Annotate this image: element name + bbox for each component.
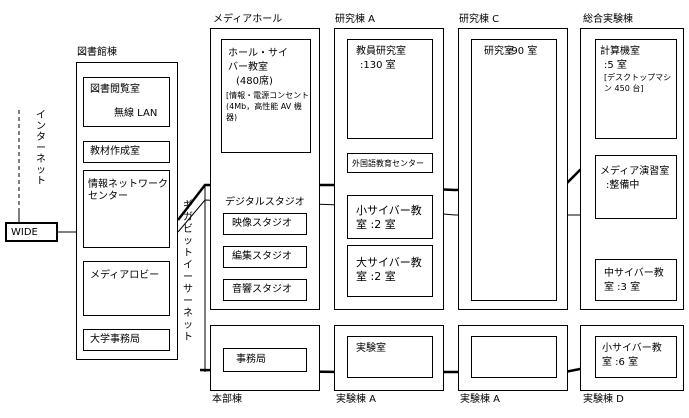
honbu-building: 事務局 [210, 325, 320, 391]
small-cyber-d-line2: 室 :6 室 [602, 357, 639, 368]
media-lobby-label: メディアロビー [90, 270, 160, 281]
computer-room-label: 計算機室 [600, 46, 640, 57]
hall-cyber-classroom: ホール・サイ バー教室 (480席) [情報・電源コンセント(4Mb，高性能 A… [221, 39, 311, 153]
bldg-a-title: 研究棟 A [335, 14, 376, 25]
small-cyber-line2: 室 :2 室 [356, 218, 396, 231]
jikken-a-label: 実験棟 A [336, 394, 377, 405]
media-practice-label: メディア演習室 [600, 166, 670, 177]
research-building-a: 教員研究室 :130 室 外国語教育センター 小サイバー教 室 :2 室 大サイ… [334, 28, 444, 310]
jikken-a2-label: 実験棟 A [460, 394, 501, 405]
honbu-label: 本部棟 [212, 394, 242, 405]
edit-studio-label: 編集スタジオ [232, 251, 292, 262]
large-cyber-line1: 大サイバー教 [356, 256, 422, 269]
foreign-center-label: 外国語教育センター [352, 159, 424, 168]
edit-studio: 編集スタジオ [223, 246, 307, 268]
computer-room: 計算機室 :5 室 [デスクトップマシン 450 台] [595, 39, 677, 139]
library-reading-room: 図書閲覧室 無線 LAN [83, 77, 170, 127]
faculty-count: :130 室 [360, 60, 396, 71]
research-building-c: 研究室 :90 室 [458, 28, 568, 310]
jikken-d-label: 実験棟 D [583, 394, 624, 405]
hall-line1: ホール・サイ [228, 48, 288, 59]
large-cyber-line2: 室 :2 室 [356, 270, 396, 283]
jikken-room: 実験室 [347, 336, 433, 378]
bldg-c-title: 研究棟 C [459, 14, 500, 25]
internet-label: インターネット [36, 110, 46, 187]
small-cyber-room: 小サイバー教 室 :2 室 [347, 195, 433, 239]
material-room-label: 教材作成室 [90, 146, 140, 157]
small-cyber-line1: 小サイバー教 [356, 204, 422, 217]
library-title: 図書館棟 [77, 47, 117, 58]
faculty-label: 教員研究室 [356, 46, 406, 57]
media-lobby: メディアロビー [83, 261, 170, 316]
audio-studio: 音響スタジオ [223, 279, 307, 301]
media-practice-room: メディア演習室 :整備中 [595, 155, 677, 219]
lab-label: 研究室 [484, 46, 514, 57]
media-hall-title: メディアホール [213, 14, 283, 25]
center-label: センター [88, 191, 128, 202]
hall-seats: (480席) [236, 76, 273, 87]
jikken-a2-building [458, 325, 568, 391]
media-status: :整備中 [606, 180, 640, 191]
small-cyber-d-line1: 小サイバー教 [602, 343, 662, 354]
hall-note: [情報・電源コンセント(4Mb，高性能 AV 機器) [226, 91, 310, 122]
jimukyoku-label: 事務局 [236, 354, 266, 365]
exp-bldg-title: 総合実験棟 [583, 14, 633, 25]
media-hall-building: ホール・サイ バー教室 (480席) [情報・電源コンセント(4Mb，高性能 A… [210, 28, 320, 310]
info-network-label: 情報ネットワーク [88, 179, 168, 190]
small-cyber-d-room: 小サイバー教 室 :6 室 [595, 336, 677, 378]
computer-count: :5 室 [604, 60, 627, 71]
jikken-a2-room [471, 336, 557, 378]
large-cyber-room: 大サイバー教 室 :2 室 [347, 245, 433, 297]
university-office: 大学事務局 [83, 329, 170, 351]
foreign-lang-center: 外国語教育センター [347, 153, 433, 173]
jikken-a-building: 実験室 [334, 325, 444, 391]
jimukyoku-room: 事務局 [223, 348, 307, 372]
faculty-office: 教員研究室 :130 室 [347, 39, 433, 139]
gigabit-label: ギガビットイーサーネット [183, 200, 193, 343]
material-room: 教材作成室 [83, 141, 170, 163]
reading-room-label: 図書閲覧室 [90, 84, 140, 95]
hall-line2: バー教室 [228, 62, 268, 73]
experiment-building: 計算機室 :5 室 [デスクトップマシン 450 台] メディア演習室 :整備中… [580, 28, 684, 310]
computer-note: [デスクトップマシン 450 台] [604, 73, 672, 93]
medium-cyber-line2: 室 :3 室 [604, 282, 641, 293]
lab-count: :90 室 [508, 46, 538, 57]
medium-cyber-line1: 中サイバー教 [604, 268, 664, 279]
video-studio-label: 映像スタジオ [232, 218, 292, 229]
video-studio: 映像スタジオ [223, 213, 307, 235]
university-office-label: 大学事務局 [90, 334, 140, 345]
jikken-room-label: 実験室 [356, 343, 386, 354]
lab-rooms: 研究室 :90 室 [471, 39, 557, 301]
digital-studio-label: デジタルスタジオ [225, 197, 305, 208]
wide-label: WIDE [11, 227, 38, 238]
audio-studio-label: 音響スタジオ [232, 284, 292, 295]
info-network-center: 情報ネットワーク センター [83, 170, 170, 248]
jikken-d-building: 小サイバー教 室 :6 室 [580, 325, 684, 391]
wireless-lan-label: 無線 LAN [114, 108, 158, 119]
wide-node: WIDE [5, 222, 58, 242]
library-building: 図書閲覧室 無線 LAN 教材作成室 情報ネットワーク センター メディアロビー… [76, 62, 178, 360]
medium-cyber-room: 中サイバー教 室 :3 室 [595, 259, 677, 301]
